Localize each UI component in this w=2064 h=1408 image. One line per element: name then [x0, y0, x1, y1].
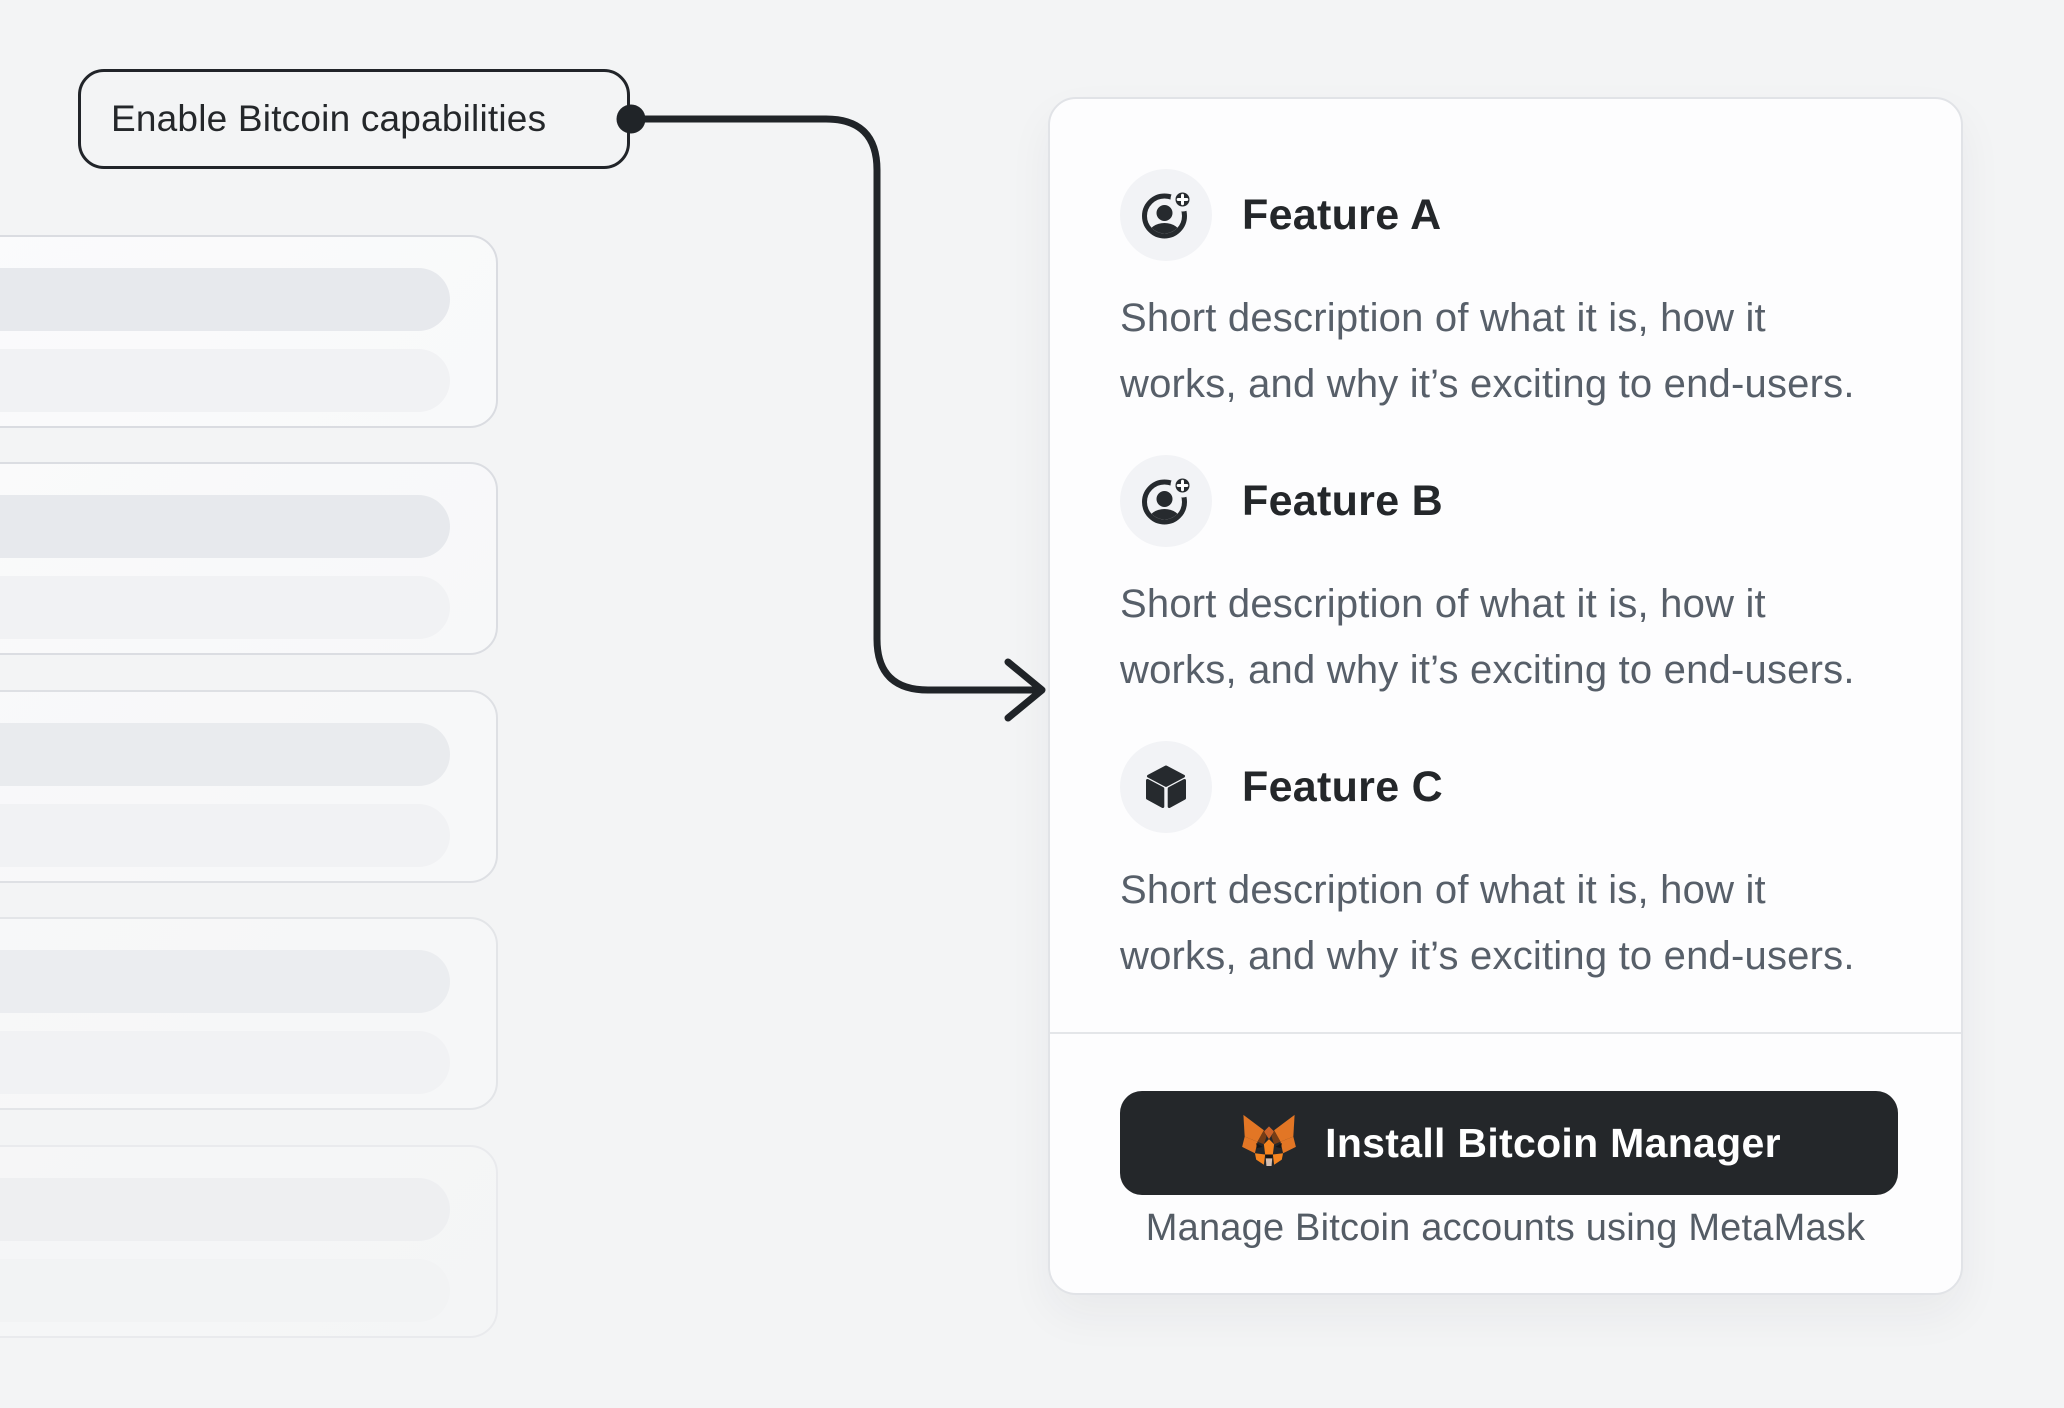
feature-title: Feature C [1242, 762, 1444, 811]
cube-icon [1146, 765, 1186, 808]
metamask-fox-icon [1242, 1114, 1297, 1167]
feature-title: Feature B [1242, 476, 1444, 525]
feature-description: Short description of what it is, how it … [1120, 296, 1855, 406]
arrowhead [1004, 658, 1046, 722]
install-bitcoin-manager-button[interactable]: Install Bitcoin Manager [1120, 1091, 1898, 1195]
feature-b-icon-circle [1120, 455, 1212, 547]
skeleton-card [0, 690, 498, 883]
skeleton-bar [0, 723, 450, 786]
install-button-label: Install Bitcoin Manager [1325, 1119, 1781, 1166]
feature-a-icon-circle [1120, 169, 1212, 261]
feature-description: Short description of what it is, how it … [1120, 582, 1855, 692]
skeleton-bar [0, 1259, 450, 1322]
feature-list: Feature A Short description of what it i… [1120, 169, 1894, 1027]
skeleton-card [0, 235, 498, 428]
annotation-label-text: Enable Bitcoin capabilities [111, 98, 547, 139]
skeleton-bar [0, 1178, 450, 1241]
skeleton-bar [0, 1031, 450, 1094]
metamask-caption: Manage Bitcoin accounts using MetaMask [1145, 1207, 1866, 1249]
feature-title: Feature A [1242, 190, 1442, 239]
feature-block-c: Feature C Short description of what it i… [1120, 741, 1894, 989]
feature-block-a: Feature A Short description of what it i… [1120, 169, 1894, 417]
feature-card: Feature A Short description of what it i… [1048, 97, 1963, 1295]
annotation-label: Enable Bitcoin capabilities [78, 69, 630, 169]
skeleton-bar [0, 804, 450, 867]
skeleton-bar [0, 349, 450, 412]
user-plus-icon [1142, 474, 1193, 525]
skeleton-card [0, 462, 498, 655]
skeleton-bar [0, 950, 450, 1013]
skeleton-bar [0, 495, 450, 558]
skeleton-card [0, 917, 498, 1110]
skeleton-card [0, 1145, 498, 1338]
skeleton-bar [0, 576, 450, 639]
card-divider [1050, 1032, 1961, 1034]
feature-description: Short description of what it is, how it … [1120, 868, 1855, 978]
skeleton-bar [0, 268, 450, 331]
feature-c-icon-circle [1120, 741, 1212, 833]
feature-block-b: Feature B Short description of what it i… [1120, 455, 1894, 703]
user-plus-icon [1142, 188, 1193, 239]
